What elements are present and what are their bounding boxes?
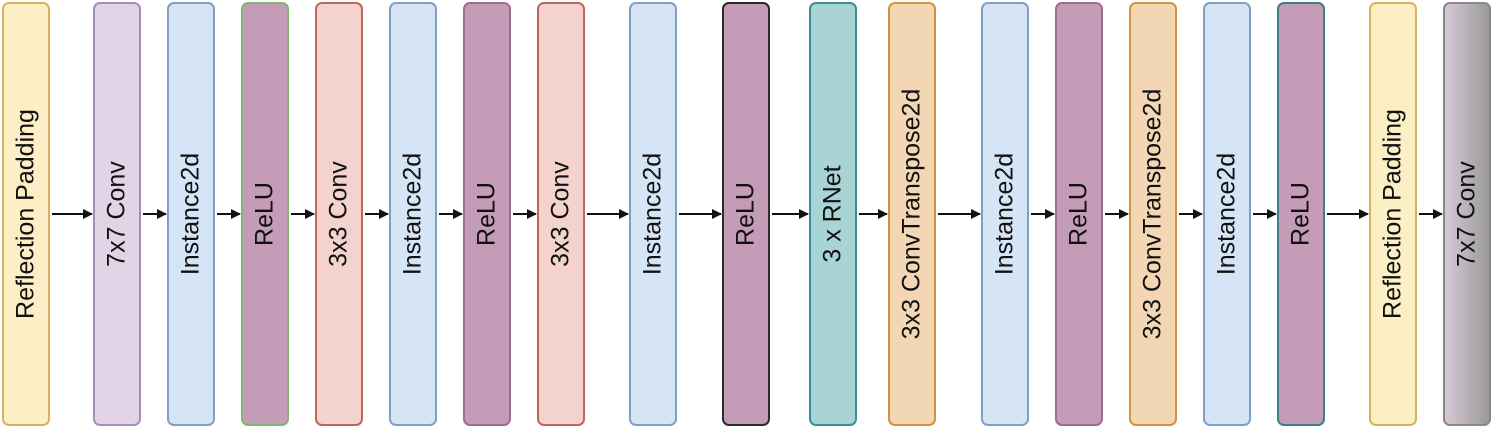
layer-block-4: ReLU bbox=[241, 2, 289, 426]
layer-label: Reflection Padding bbox=[11, 109, 40, 319]
layer-block-8: 3x3 Conv bbox=[537, 2, 585, 426]
layer-block-18: Reflection Padding bbox=[1369, 2, 1417, 426]
layer-block-7: ReLU bbox=[463, 2, 511, 426]
layer-block-5: 3x3 Conv bbox=[315, 2, 363, 426]
layer-label: 7x7 Conv bbox=[102, 161, 131, 267]
layer-label: 3x3 ConvTranspose2d bbox=[897, 88, 926, 340]
layer-label: ReLU bbox=[1286, 182, 1315, 246]
layer-label: 7x7 Conv bbox=[1452, 161, 1481, 267]
layer-label: Instance2d bbox=[398, 152, 427, 276]
layer-label: ReLU bbox=[1064, 182, 1093, 246]
layer-block-6: Instance2d bbox=[389, 2, 437, 426]
layer-block-19: 7x7 Conv bbox=[1443, 2, 1491, 426]
layer-block-16: Instance2d bbox=[1203, 2, 1251, 426]
layer-block-15: 3x3 ConvTranspose2d bbox=[1129, 2, 1177, 426]
layer-block-12: 3x3 ConvTranspose2d bbox=[888, 2, 936, 426]
layer-label: Instance2d bbox=[990, 152, 1019, 276]
layer-label: Instance2d bbox=[638, 152, 667, 276]
layer-label: Reflection Padding bbox=[1378, 109, 1407, 319]
layer-block-13: Instance2d bbox=[981, 2, 1029, 426]
layer-block-9: Instance2d bbox=[629, 2, 677, 426]
layer-label: 3x3 Conv bbox=[546, 161, 575, 267]
layer-label: ReLU bbox=[250, 182, 279, 246]
layer-label: ReLU bbox=[472, 182, 501, 246]
layer-block-14: ReLU bbox=[1055, 2, 1103, 426]
layer-block-2: 7x7 Conv bbox=[93, 2, 141, 426]
layer-block-3: Instance2d bbox=[167, 2, 215, 426]
layer-label: 3 x RNet bbox=[818, 165, 847, 263]
layer-label: Instance2d bbox=[176, 152, 205, 276]
layer-block-1: Reflection Padding bbox=[2, 2, 50, 426]
layer-block-17: ReLU bbox=[1277, 2, 1325, 426]
layer-label: ReLU bbox=[731, 182, 760, 246]
layer-label: 3x3 ConvTranspose2d bbox=[1138, 88, 1167, 340]
layer-block-11: 3 x RNet bbox=[809, 2, 857, 426]
layer-label: Instance2d bbox=[1212, 152, 1241, 276]
layer-block-10: ReLU bbox=[722, 2, 770, 426]
layer-label: 3x3 Conv bbox=[324, 161, 353, 267]
